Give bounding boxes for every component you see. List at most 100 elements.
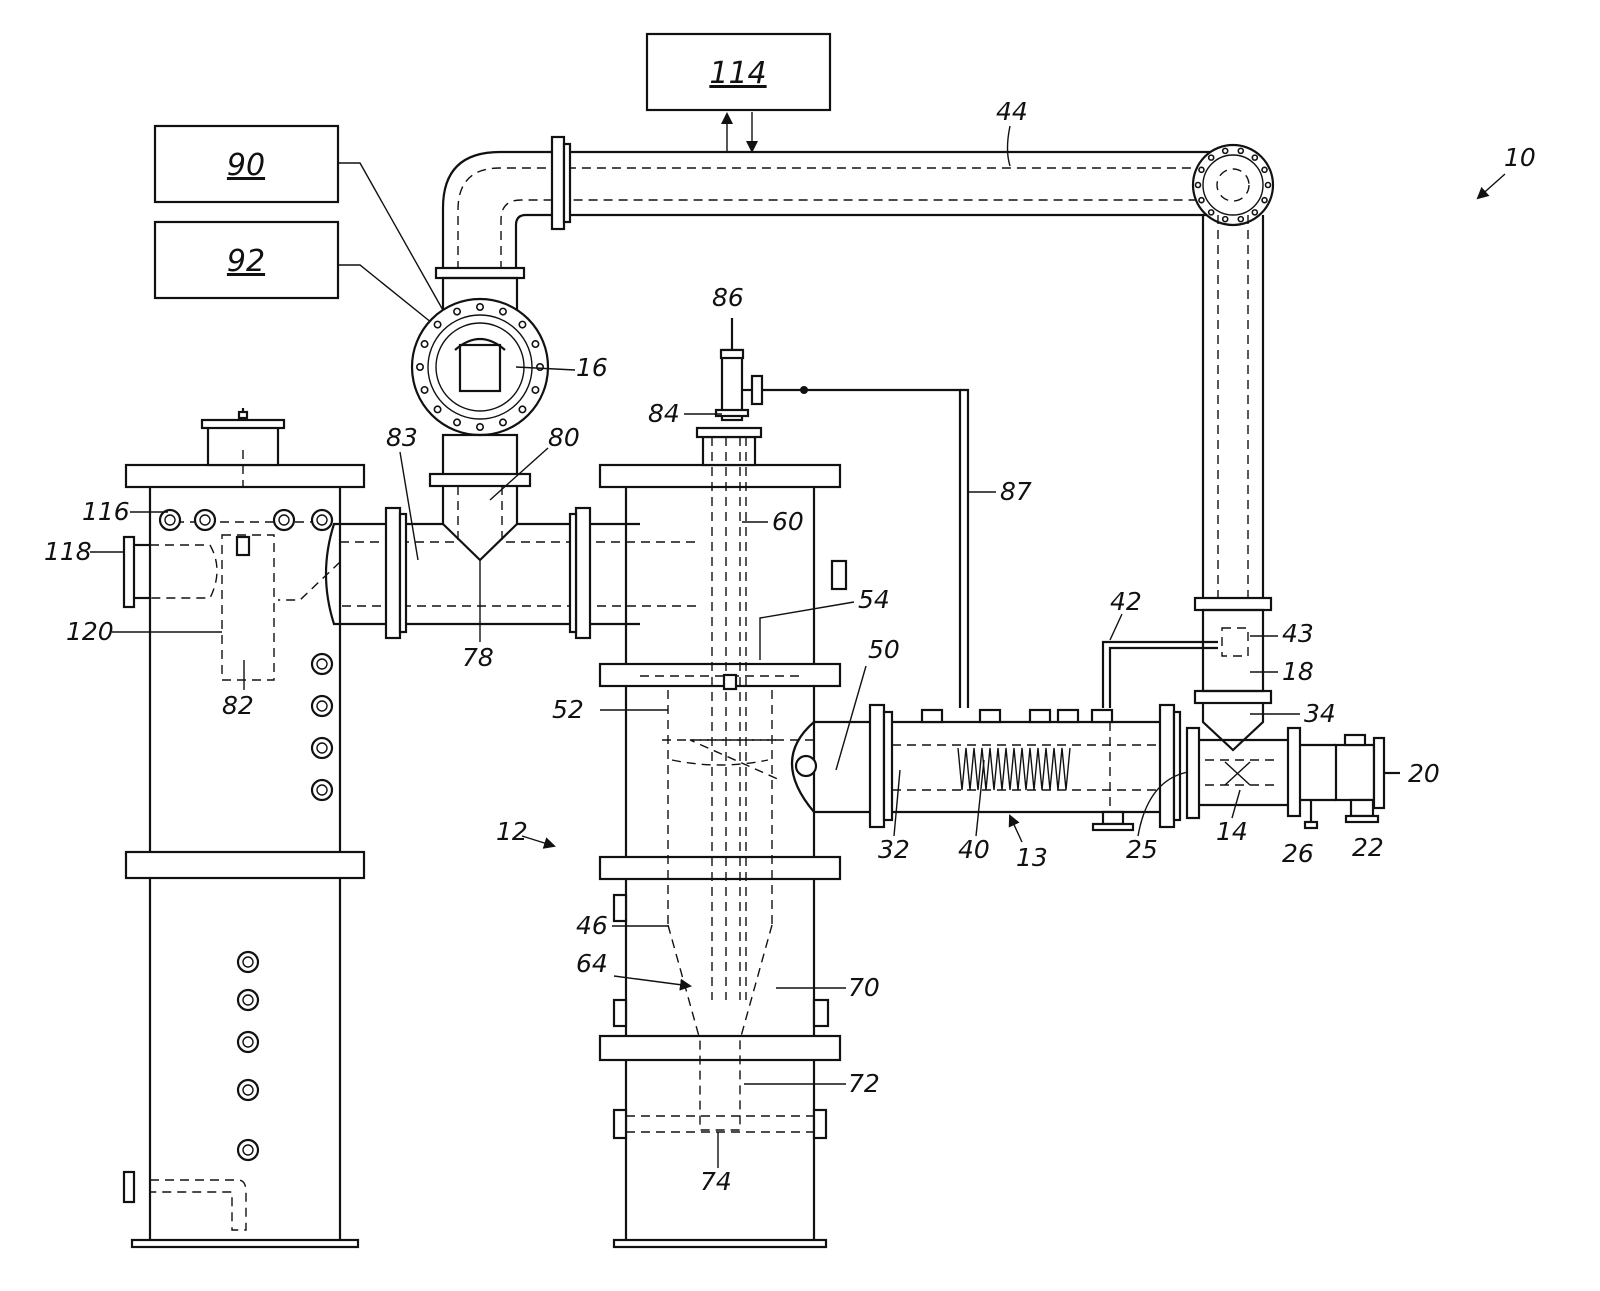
ref-46: 46 <box>576 911 608 940</box>
valve-bolt <box>531 385 540 394</box>
box-92-label: 92 <box>227 244 265 279</box>
valve-bolt <box>498 307 507 316</box>
ref-118: 118 <box>44 537 92 566</box>
block-box-90: 90 <box>153 124 340 204</box>
ref-10: 10 <box>1504 143 1536 172</box>
top-pipe-44 <box>441 135 1210 270</box>
valve-bolt <box>420 385 429 394</box>
sight-port-inner <box>242 1144 254 1156</box>
valve-bolt <box>518 320 527 329</box>
ref-12: 12 <box>496 817 528 846</box>
ref-84: 84 <box>648 399 680 428</box>
sight-port <box>236 950 260 974</box>
elbow-bolt <box>1198 166 1205 174</box>
sight-port <box>310 778 334 802</box>
valve-bolt <box>475 302 484 311</box>
sight-port-inner <box>164 514 176 526</box>
ref-52: 52 <box>552 695 584 724</box>
valve-bolt <box>531 340 540 349</box>
ref-42: 42 <box>1110 587 1142 616</box>
sight-port-inner <box>278 514 290 526</box>
elbow-flange-top-right <box>1191 143 1275 227</box>
sight-port-inner <box>316 742 328 754</box>
ref-82: 82 <box>222 691 254 720</box>
signal-arrows-114 <box>721 112 758 153</box>
valve-bolt <box>420 340 429 349</box>
sight-port-inner <box>242 1036 254 1048</box>
ref-13: 13 <box>1016 843 1048 872</box>
nozzle <box>920 708 944 724</box>
nozzle <box>978 708 1002 724</box>
elbow-bolt <box>1207 209 1215 216</box>
sight-port-inner <box>199 514 211 526</box>
ref-14: 14 <box>1216 817 1248 846</box>
sight-port <box>310 736 334 760</box>
line-87-node <box>800 386 808 394</box>
valve-16 <box>410 266 550 488</box>
ref-25: 25 <box>1126 835 1158 864</box>
ref-43: 43 <box>1282 619 1314 648</box>
ref-32: 32 <box>878 835 910 864</box>
ref-64: 64 <box>576 949 608 978</box>
valve-bolt <box>453 307 462 316</box>
leader-90 <box>338 162 445 313</box>
elbow-bolt <box>1251 209 1259 216</box>
cross-pipe-83 <box>278 486 700 640</box>
ref-83: 83 <box>386 423 418 452</box>
leader-92 <box>338 264 433 324</box>
elbow-bolt <box>1221 147 1229 155</box>
ref-50: 50 <box>868 635 900 664</box>
coil-zigzag <box>957 747 1071 791</box>
elbow-bolt <box>1261 166 1268 174</box>
box-90-label: 90 <box>227 148 265 183</box>
left-vessel <box>122 408 366 1249</box>
block-box-114: 114 <box>645 32 832 112</box>
sight-port <box>158 508 182 532</box>
elbow-bolt <box>1221 215 1229 223</box>
ref-120: 120 <box>66 617 114 646</box>
unit-13-nozzles <box>920 708 1114 724</box>
sight-port <box>310 508 334 532</box>
line-42-double <box>1101 640 1218 708</box>
ref-116: 116 <box>82 497 130 526</box>
ref-86: 86 <box>712 283 744 312</box>
sight-port <box>310 652 334 676</box>
ref-87: 87 <box>1000 477 1032 506</box>
ref-40: 40 <box>958 835 990 864</box>
ref-44: 44 <box>996 97 1028 126</box>
valve-bolt <box>433 405 442 414</box>
sight-port-inner <box>316 784 328 796</box>
sight-port <box>236 1078 260 1102</box>
valve-bolt <box>433 320 442 329</box>
sight-port <box>193 508 217 532</box>
valve-bolt <box>475 422 484 431</box>
block-box-92: 92 <box>153 220 340 300</box>
line-87-double <box>960 388 970 708</box>
ref-74: 74 <box>700 1167 732 1196</box>
elbow-bolt <box>1194 181 1202 189</box>
vertical-pipe-right <box>1193 215 1273 752</box>
elbow-bolt <box>1237 215 1245 223</box>
central-column <box>598 318 848 1249</box>
sight-port-inner <box>316 658 328 670</box>
ref-78: 78 <box>462 643 494 672</box>
coil-40 <box>957 747 1071 791</box>
valve-bolt <box>498 418 507 427</box>
ref-70: 70 <box>848 973 880 1002</box>
valve-bolt <box>518 405 527 414</box>
valve-16-bolts <box>415 147 1272 431</box>
elbow-bolt <box>1264 181 1272 189</box>
elbow-bolt <box>1237 147 1245 155</box>
sight-port <box>272 508 296 532</box>
valve-bolt <box>453 418 462 427</box>
sight-port <box>236 1138 260 1162</box>
ref-60: 60 <box>772 507 804 536</box>
line-87 <box>762 388 962 708</box>
ref-54: 54 <box>858 585 890 614</box>
ref-80: 80 <box>548 423 580 452</box>
valve-bolt <box>535 362 544 371</box>
sight-port-inner <box>242 1084 254 1096</box>
sight-port <box>310 694 334 718</box>
sight-port-inner <box>316 514 328 526</box>
